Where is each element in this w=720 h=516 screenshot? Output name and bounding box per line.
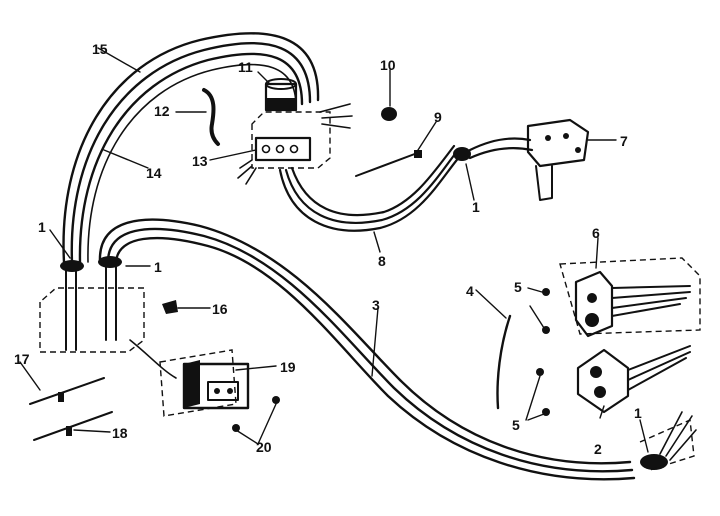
callout-18: 18 — [112, 425, 128, 441]
callout-8: 8 — [378, 253, 386, 269]
switch-assembly-6 — [559, 257, 701, 338]
end-connector — [639, 411, 697, 471]
callout-19: 19 — [280, 359, 296, 375]
relay-box — [237, 78, 353, 185]
leader-lines — [19, 47, 649, 453]
callout-3: 3 — [372, 297, 380, 313]
callout-1: 1 — [634, 405, 642, 421]
screw-icon — [162, 300, 178, 314]
screw-icon — [536, 368, 544, 376]
probe-18 — [33, 411, 113, 441]
callout-7: 7 — [620, 133, 628, 149]
callout-2: 2 — [594, 441, 602, 457]
bracket-4 — [496, 314, 512, 410]
switch-assembly-2 — [576, 345, 691, 414]
callout-1: 1 — [38, 219, 46, 235]
switch-bracket-7 — [526, 118, 590, 201]
clamp-icon — [98, 256, 122, 268]
capacitor-icon — [264, 78, 298, 112]
harness-8 — [278, 137, 534, 232]
callout-20: 20 — [256, 439, 272, 455]
callout-14: 14 — [146, 165, 162, 181]
callout-5: 5 — [512, 417, 520, 433]
clamp-icon — [60, 260, 84, 272]
probe-17 — [29, 377, 105, 405]
connector-box — [39, 261, 177, 379]
wire-piece-12 — [202, 88, 220, 146]
callout-6: 6 — [592, 225, 600, 241]
callout-15: 15 — [92, 41, 108, 57]
terminal-block — [254, 136, 312, 162]
callout-5: 5 — [514, 279, 522, 295]
grommet-icon — [381, 107, 397, 121]
clip-icon — [453, 147, 471, 161]
screw-icon — [272, 396, 280, 404]
receptacle-panel-19 — [159, 349, 250, 417]
callout-11: 11 — [238, 59, 253, 75]
callout-17: 17 — [14, 351, 30, 367]
callout-12: 12 — [154, 103, 170, 119]
callout-13: 13 — [192, 153, 208, 169]
callout-16: 16 — [212, 301, 228, 317]
screw-icon — [542, 288, 550, 296]
harness-main — [98, 218, 636, 481]
callout-10: 10 — [380, 57, 396, 73]
callout-9: 9 — [434, 109, 442, 125]
probe-9 — [355, 150, 422, 177]
screw-icon — [232, 424, 240, 432]
callout-1: 1 — [154, 259, 162, 275]
callout-1: 1 — [472, 199, 480, 215]
harness-arch — [62, 32, 320, 264]
callout-4: 4 — [466, 283, 474, 299]
